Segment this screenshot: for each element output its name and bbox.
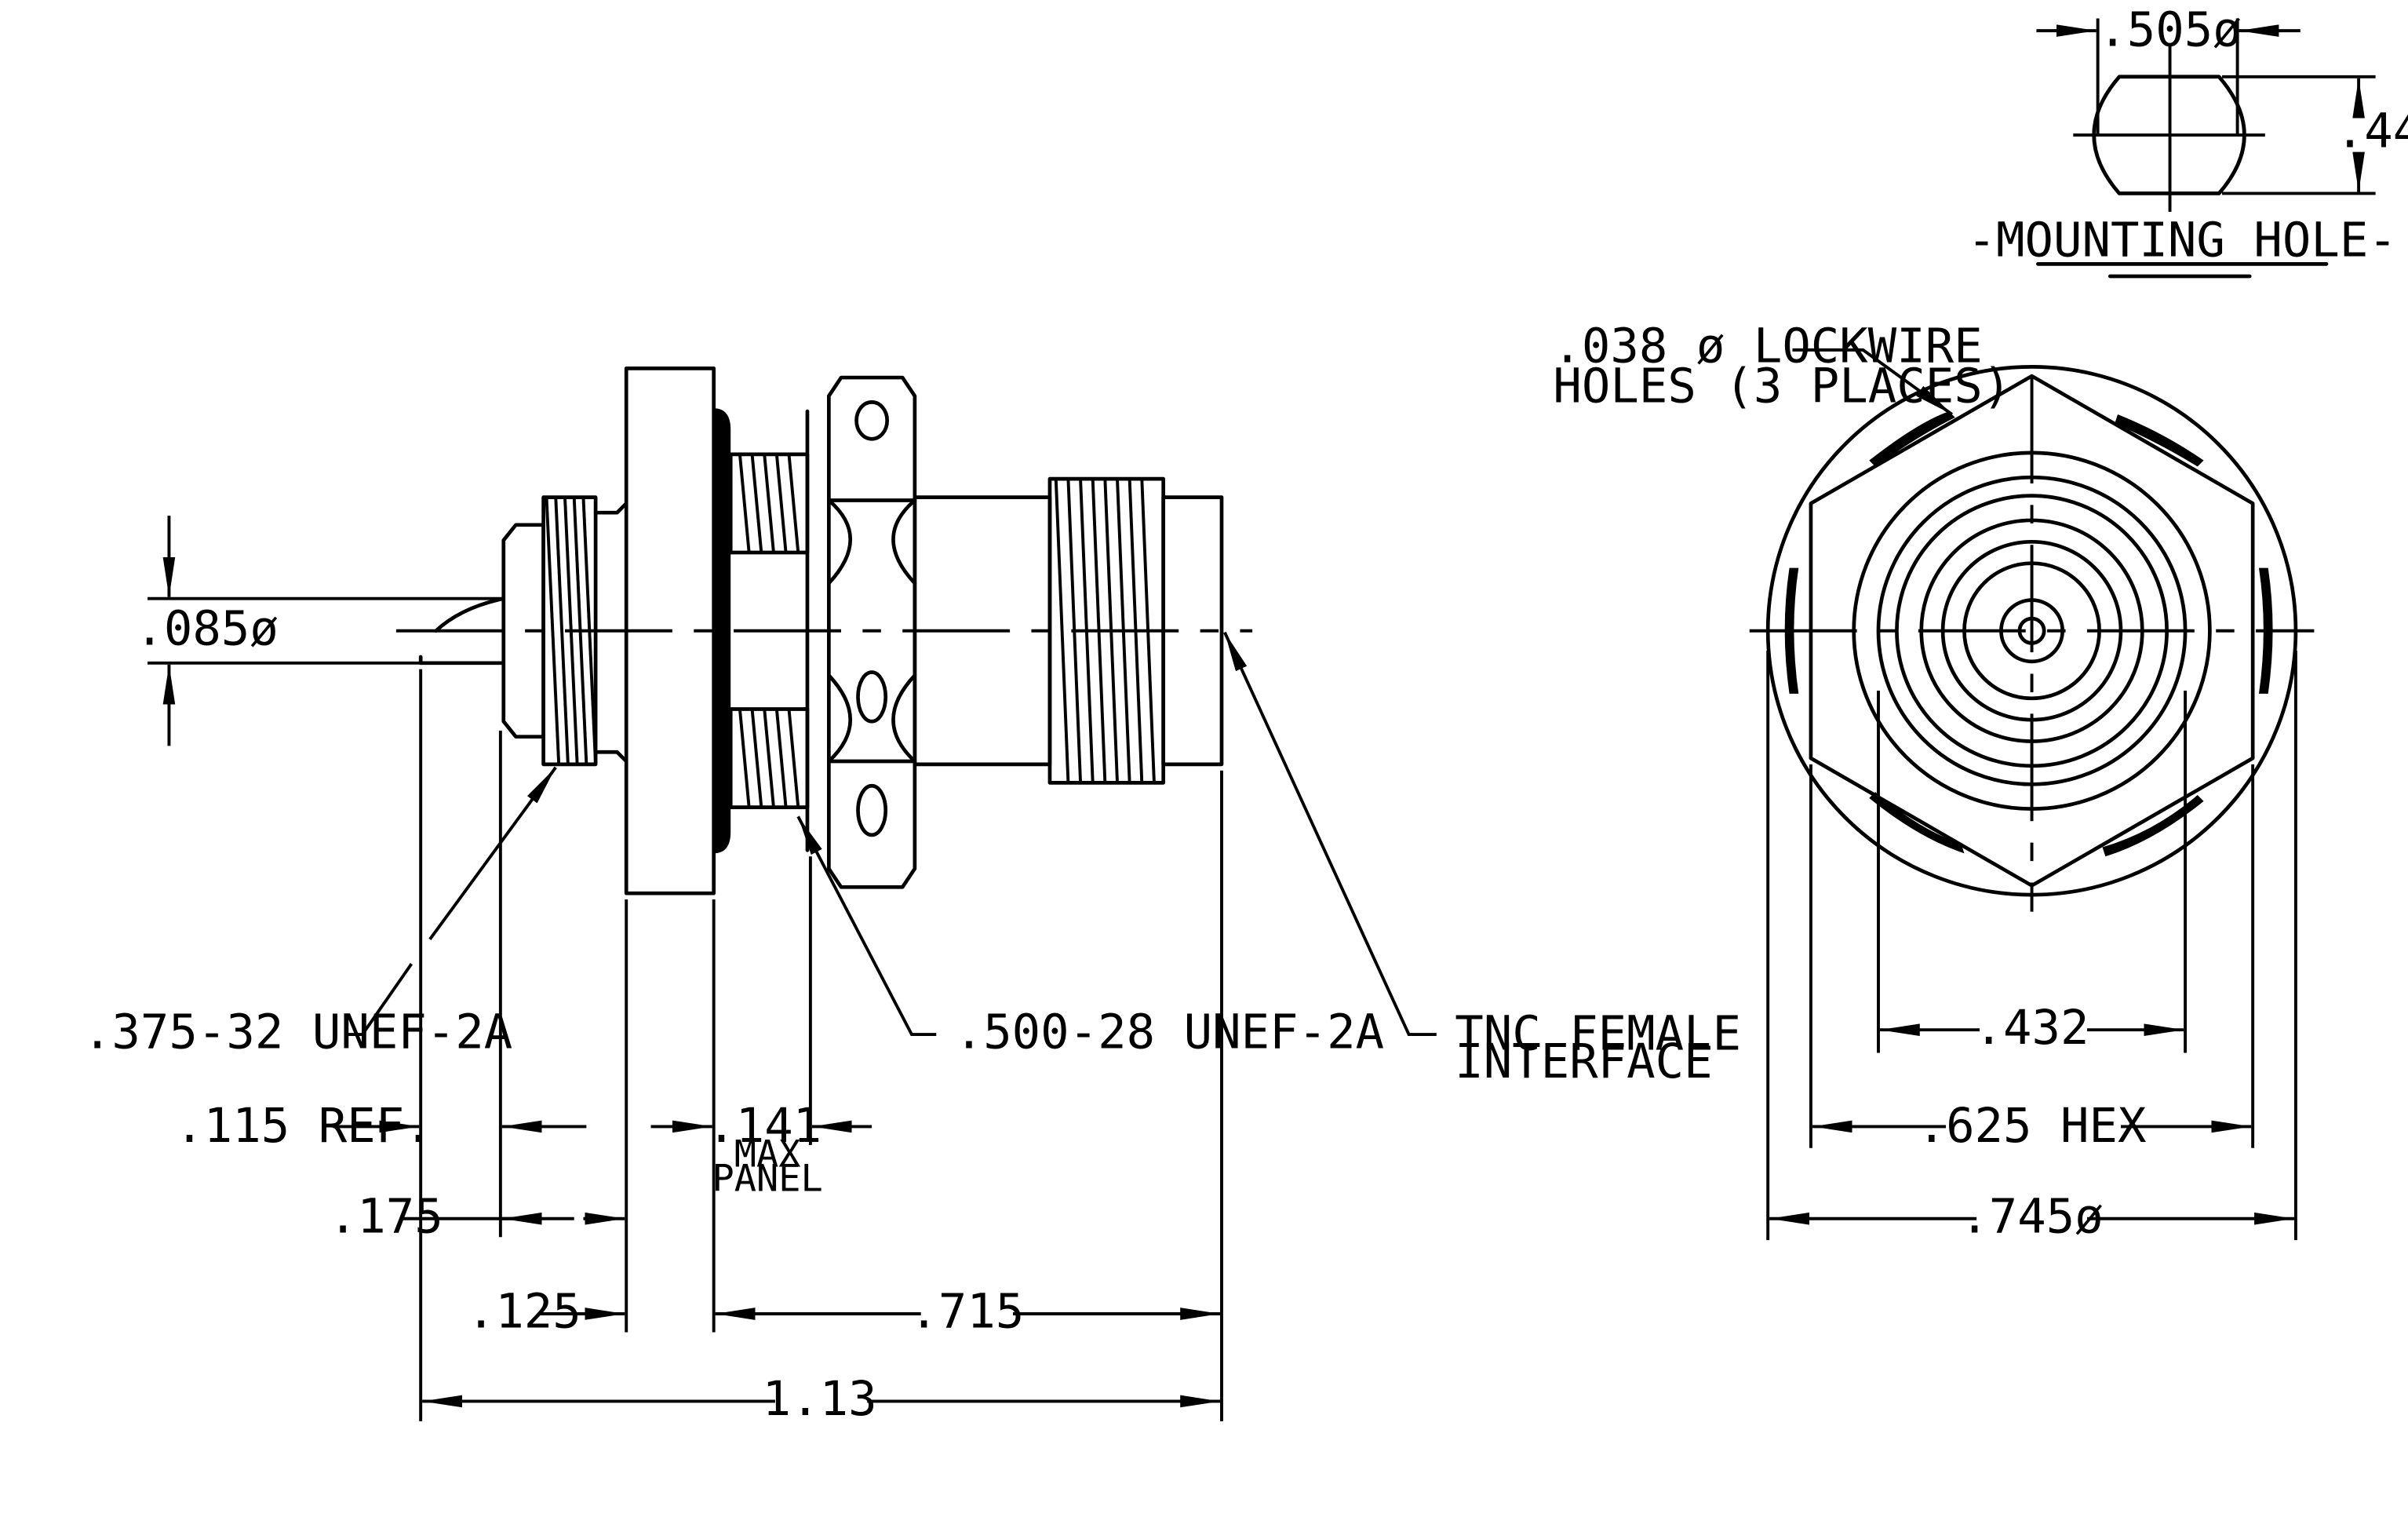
ref-dim-label: .115 REF. [175,1099,432,1154]
panel-dim-label: .141 [707,1099,821,1154]
lockwire-label-1: .038 ø LOCKWIRE [1553,319,1982,374]
side-view: .085ø .375-32 UNEF-2A .500-28 UNEF-2A TN… [83,366,1741,1427]
mounting-hole-view: .505ø .442 -MOUNTING HOLE- [1968,3,2408,279]
end-view: .038 ø LOCKWIRE HOLES (3 PLACES) .432 .6… [1553,319,2315,1244]
lockwire-label-2: HOLES (3 PLACES) [1553,359,2011,414]
interface-label-1: TNC FEMALE [1455,1007,1741,1062]
lockwire-hole-2 [856,670,888,724]
mounting-hole-width-label: .505ø [2098,3,2241,58]
rear-thread-label: .375-32 UNEF-2A [83,1005,512,1060]
panel-max-label: MAX [734,1133,801,1176]
lockwire-hole-3 [856,783,888,837]
panel-panel-label: PANEL [712,1158,823,1201]
pin-diameter-label: .085ø [135,601,278,656]
outer-diameter-label: .745ø [1960,1189,2103,1244]
mounting-hole-title: -MOUNTING HOLE- [1968,213,2397,268]
hex-dim-label: .625 HEX [1918,1099,2147,1154]
front-thread-lines [738,454,800,808]
interface-label-2: INTERFACE [1455,1034,1712,1089]
tnc-face [1161,495,1224,767]
o-ring-gasket [713,408,731,854]
rear-thread-lines [545,497,598,764]
dim-715-label: .715 [909,1285,1024,1340]
dim-175-label: .175 [329,1189,443,1244]
lockwire-arc-3 [1869,792,1965,854]
dim-125-label: .125 [467,1285,581,1340]
front-thread-label: .500-28 UNEF-2A [955,1005,1384,1060]
overall-length-label: 1.13 [763,1372,877,1427]
mounting-hole-height-label: .442 [2336,104,2408,159]
lockwire-arc-1 [1869,411,1955,467]
tnc-thread-lines [1054,479,1156,783]
hex-nut [827,375,917,889]
lockwire-hole-1 [854,400,890,441]
dim-432-label: .432 [1975,1001,2089,1056]
